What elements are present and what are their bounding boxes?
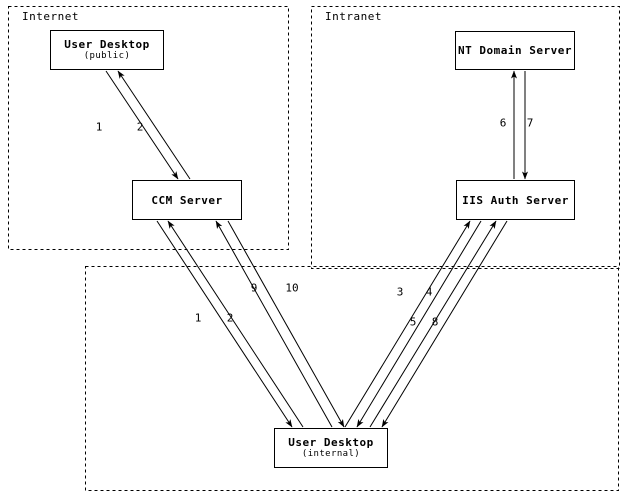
- label-4: 4: [425, 285, 433, 299]
- label-7: 7: [526, 116, 534, 130]
- node-user-desktop-public[interactable]: User Desktop (public): [50, 30, 164, 70]
- node-user-desktop-internal[interactable]: User Desktop (internal): [274, 428, 388, 468]
- node-title: CCM Server: [151, 193, 223, 207]
- node-ccm-server[interactable]: CCM Server: [132, 180, 242, 220]
- label-2-internal: 2: [226, 311, 234, 325]
- edge-1-internal-down: [156, 220, 293, 428]
- node-title: NT Domain Server: [458, 44, 572, 57]
- node-title: User Desktop: [64, 38, 150, 51]
- zone-label-internet: Internet: [22, 10, 79, 23]
- edge-3-up: [344, 220, 471, 428]
- edge-4-down: [356, 220, 482, 428]
- zone-rect-intranet: [311, 6, 620, 269]
- label-2-public: 2: [136, 120, 144, 134]
- label-10: 10: [285, 281, 299, 295]
- edge-2-public-up: [117, 70, 191, 180]
- zone-rect-internet: [8, 6, 289, 250]
- label-1-internal: 1: [194, 311, 202, 325]
- edge-8-down: [381, 220, 508, 428]
- label-8: 8: [431, 315, 439, 329]
- label-9: 9: [250, 281, 258, 295]
- node-title: IIS Auth Server: [462, 193, 569, 207]
- zone-label-intranet: Intranet: [325, 10, 382, 23]
- label-3: 3: [396, 285, 404, 299]
- node-title: User Desktop: [288, 436, 374, 449]
- node-iis-auth-server[interactable]: IIS Auth Server: [456, 180, 575, 220]
- node-subtitle: (public): [83, 51, 131, 61]
- connector-lines: [105, 70, 528, 428]
- edge-10-down: [227, 220, 345, 428]
- label-5: 5: [409, 315, 417, 329]
- zone-boundaries: [8, 6, 620, 491]
- edge-2-internal-up: [167, 220, 304, 428]
- zone-rect-internal-lan: [85, 266, 619, 491]
- node-subtitle: (internal): [301, 449, 361, 459]
- edge-9-up: [215, 220, 333, 428]
- label-1-public: 1: [95, 120, 103, 134]
- node-nt-domain-server[interactable]: NT Domain Server: [455, 31, 575, 70]
- edge-1-public-down: [105, 70, 179, 180]
- edge-5-up: [369, 220, 497, 428]
- label-6: 6: [499, 116, 507, 130]
